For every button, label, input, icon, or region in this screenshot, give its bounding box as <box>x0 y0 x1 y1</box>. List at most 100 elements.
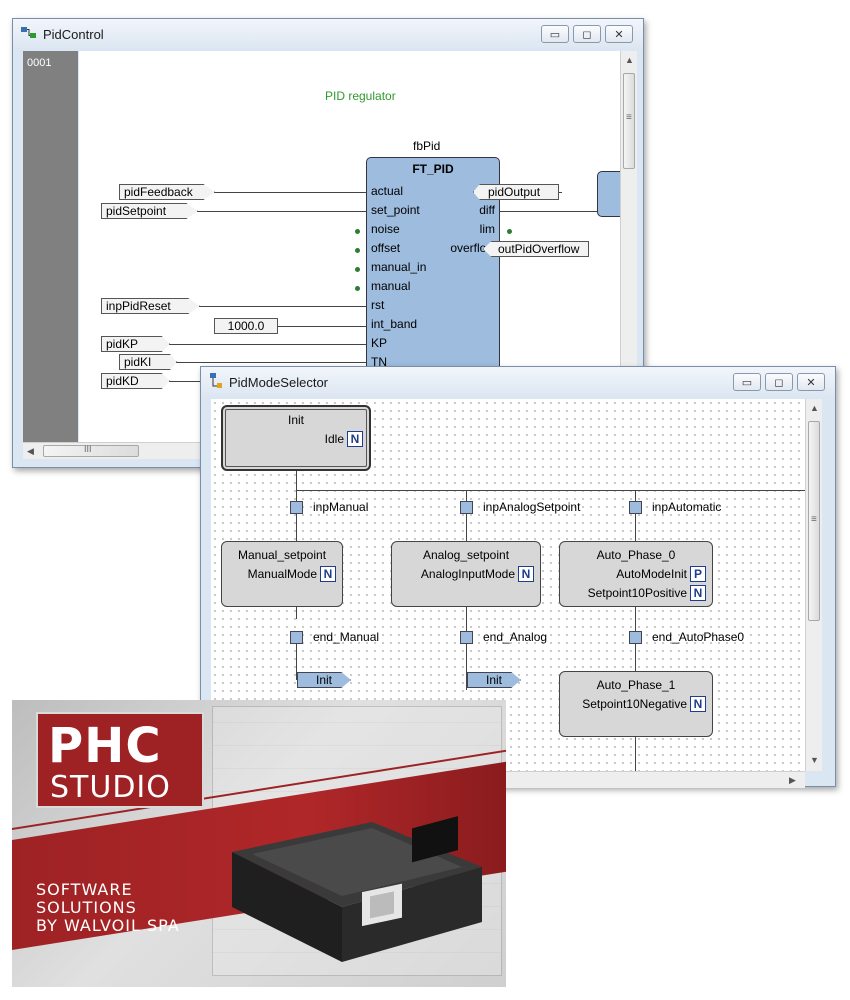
phc-studio-logo: PHC STUDIO <box>36 712 204 808</box>
jump-to-init[interactable]: Init <box>297 672 351 688</box>
transition-end-analog[interactable] <box>460 631 473 644</box>
step-analog-setpoint[interactable]: Analog_setpoint AnalogInputMode N <box>391 541 541 607</box>
pin-diff[interactable]: diff <box>479 203 495 217</box>
input-var-pidfeedback[interactable]: pidFeedback <box>119 184 215 200</box>
step-manual-setpoint[interactable]: Manual_setpoint ManualMode N <box>221 541 343 607</box>
minimize-button[interactable]: ▭ <box>733 373 761 391</box>
unconnected-pin-dot <box>355 229 360 234</box>
pin-manual-in[interactable]: manual_in <box>371 260 427 274</box>
step-init[interactable]: Init Idle N <box>221 405 371 471</box>
action-label: ManualMode <box>247 567 317 581</box>
action-label: Idle <box>324 432 344 446</box>
pid-control-titlebar[interactable]: PidControl ▭ ◻ ✕ <box>13 19 643 49</box>
maximize-icon: ◻ <box>582 28 592 41</box>
unconnected-pin-dot <box>355 267 360 272</box>
transition-inpanalogsetpoint[interactable] <box>460 501 473 514</box>
close-button[interactable]: ✕ <box>797 373 825 391</box>
input-var-pidki[interactable]: pidKI <box>119 354 177 370</box>
jump-to-init[interactable]: Init <box>467 672 521 688</box>
pid-mode-selector-titlebar[interactable]: PidModeSelector ▭ ◻ ✕ <box>201 367 835 397</box>
scroll-up-icon[interactable]: ▲ <box>810 403 819 413</box>
grip-icon: ≡ <box>811 514 817 525</box>
scroll-thumb[interactable]: III <box>43 444 139 457</box>
input-var-inppidreset[interactable]: inpPidReset <box>101 298 200 314</box>
minimize-button[interactable]: ▭ <box>541 25 569 43</box>
pin-noise[interactable]: noise <box>371 222 400 236</box>
pin-overflow[interactable]: overflow <box>450 241 495 255</box>
minimize-icon: ▭ <box>741 376 753 389</box>
vertical-scrollbar[interactable]: ▲ ≡ ▼ <box>805 399 822 771</box>
scroll-thumb[interactable]: ≡ <box>808 421 820 621</box>
close-icon: ✕ <box>806 376 816 389</box>
transition-end-manual[interactable] <box>290 631 303 644</box>
wire <box>169 344 366 345</box>
logo-text-phc: PHC <box>48 718 162 774</box>
pin-int-band[interactable]: int_band <box>371 317 418 331</box>
grip-icon: ≡ <box>626 112 632 123</box>
sfc-link <box>635 644 636 670</box>
horizontal-scrollbar[interactable]: ◀ III <box>23 442 213 459</box>
transition-inpautomatic[interactable] <box>629 501 642 514</box>
sfc-link <box>635 737 636 771</box>
scroll-thumb[interactable]: ≡ <box>623 73 635 169</box>
input-const-int-band[interactable]: 1000.0 <box>214 318 278 334</box>
transition-label: end_Manual <box>313 630 380 644</box>
vertical-scrollbar[interactable]: ▲ ≡ <box>620 51 637 453</box>
downstream-block[interactable]: A <box>597 171 622 217</box>
close-button[interactable]: ✕ <box>605 25 633 43</box>
pin-manual[interactable]: manual <box>371 279 411 293</box>
transition-inpmanual[interactable] <box>290 501 303 514</box>
step-action: Setpoint10Negative N <box>582 696 706 712</box>
input-var-pidkd[interactable]: pidKD <box>101 373 170 389</box>
scroll-down-icon[interactable]: ▼ <box>810 755 819 765</box>
action-qualifier: P <box>690 566 706 582</box>
output-var-pidoutput[interactable]: pidOutput <box>473 184 559 200</box>
input-var-pidkp[interactable]: pidKP <box>101 336 170 352</box>
step-name: Analog_setpoint <box>422 548 510 562</box>
action-qualifier: N <box>690 696 706 712</box>
scroll-left-icon[interactable]: ◀ <box>27 446 34 456</box>
unconnected-pin-dot <box>355 248 360 253</box>
wire <box>176 362 366 363</box>
transition-end-autophase0[interactable] <box>629 631 642 644</box>
pin-lim[interactable]: lim <box>479 222 495 236</box>
network-gutter <box>23 51 78 451</box>
input-var-pidsetpoint[interactable]: pidSetpoint <box>101 203 198 219</box>
step-auto-phase-1[interactable]: Auto_Phase_1 Setpoint10Negative N <box>559 671 713 737</box>
maximize-button[interactable]: ◻ <box>573 25 601 43</box>
fb-type-label: FT_PID <box>412 162 454 176</box>
action-qualifier: N <box>518 566 534 582</box>
action-label: Setpoint10Negative <box>582 697 687 711</box>
fb-instance-name: fbPid <box>413 139 441 153</box>
step-action: AnalogInputMode N <box>421 566 534 582</box>
action-qualifier: N <box>347 431 363 447</box>
pin-actual[interactable]: actual <box>371 184 404 198</box>
controller-unit-image <box>232 816 482 962</box>
step-name: Auto_Phase_0 <box>596 548 676 562</box>
maximize-button[interactable]: ◻ <box>765 373 793 391</box>
unconnected-pin-dot <box>507 229 512 234</box>
wire <box>214 192 366 193</box>
transition-label: inpAutomatic <box>652 500 722 514</box>
tagline-line: SOLUTIONS <box>36 898 137 917</box>
scroll-up-icon[interactable]: ▲ <box>625 55 634 65</box>
step-name: Auto_Phase_1 <box>596 678 676 692</box>
fbd-diagram-icon <box>21 26 37 43</box>
action-qualifier: N <box>320 566 336 582</box>
wire <box>500 211 598 212</box>
step-name: Init <box>287 413 304 427</box>
pin-kp[interactable]: KP <box>371 336 388 350</box>
scroll-right-icon[interactable]: ▶ <box>789 775 796 785</box>
pin-tn[interactable]: TN <box>371 355 387 369</box>
transition-label: inpAnalogSetpoint <box>483 500 581 514</box>
pin-offset[interactable]: offset <box>371 241 401 255</box>
transition-label: end_Analog <box>483 630 548 644</box>
output-var-outpidoverflow[interactable]: outPidOverflow <box>483 241 589 257</box>
pin-set-point[interactable]: set_point <box>371 203 420 217</box>
pin-rst[interactable]: rst <box>371 298 385 312</box>
transition-label: inpManual <box>313 500 369 514</box>
step-action: Setpoint10Positive N <box>588 585 706 601</box>
step-auto-phase-0[interactable]: Auto_Phase_0 AutoModeInit P Setpoint10Po… <box>559 541 713 607</box>
sfc-diagram-icon <box>209 372 223 392</box>
wire <box>277 326 366 327</box>
